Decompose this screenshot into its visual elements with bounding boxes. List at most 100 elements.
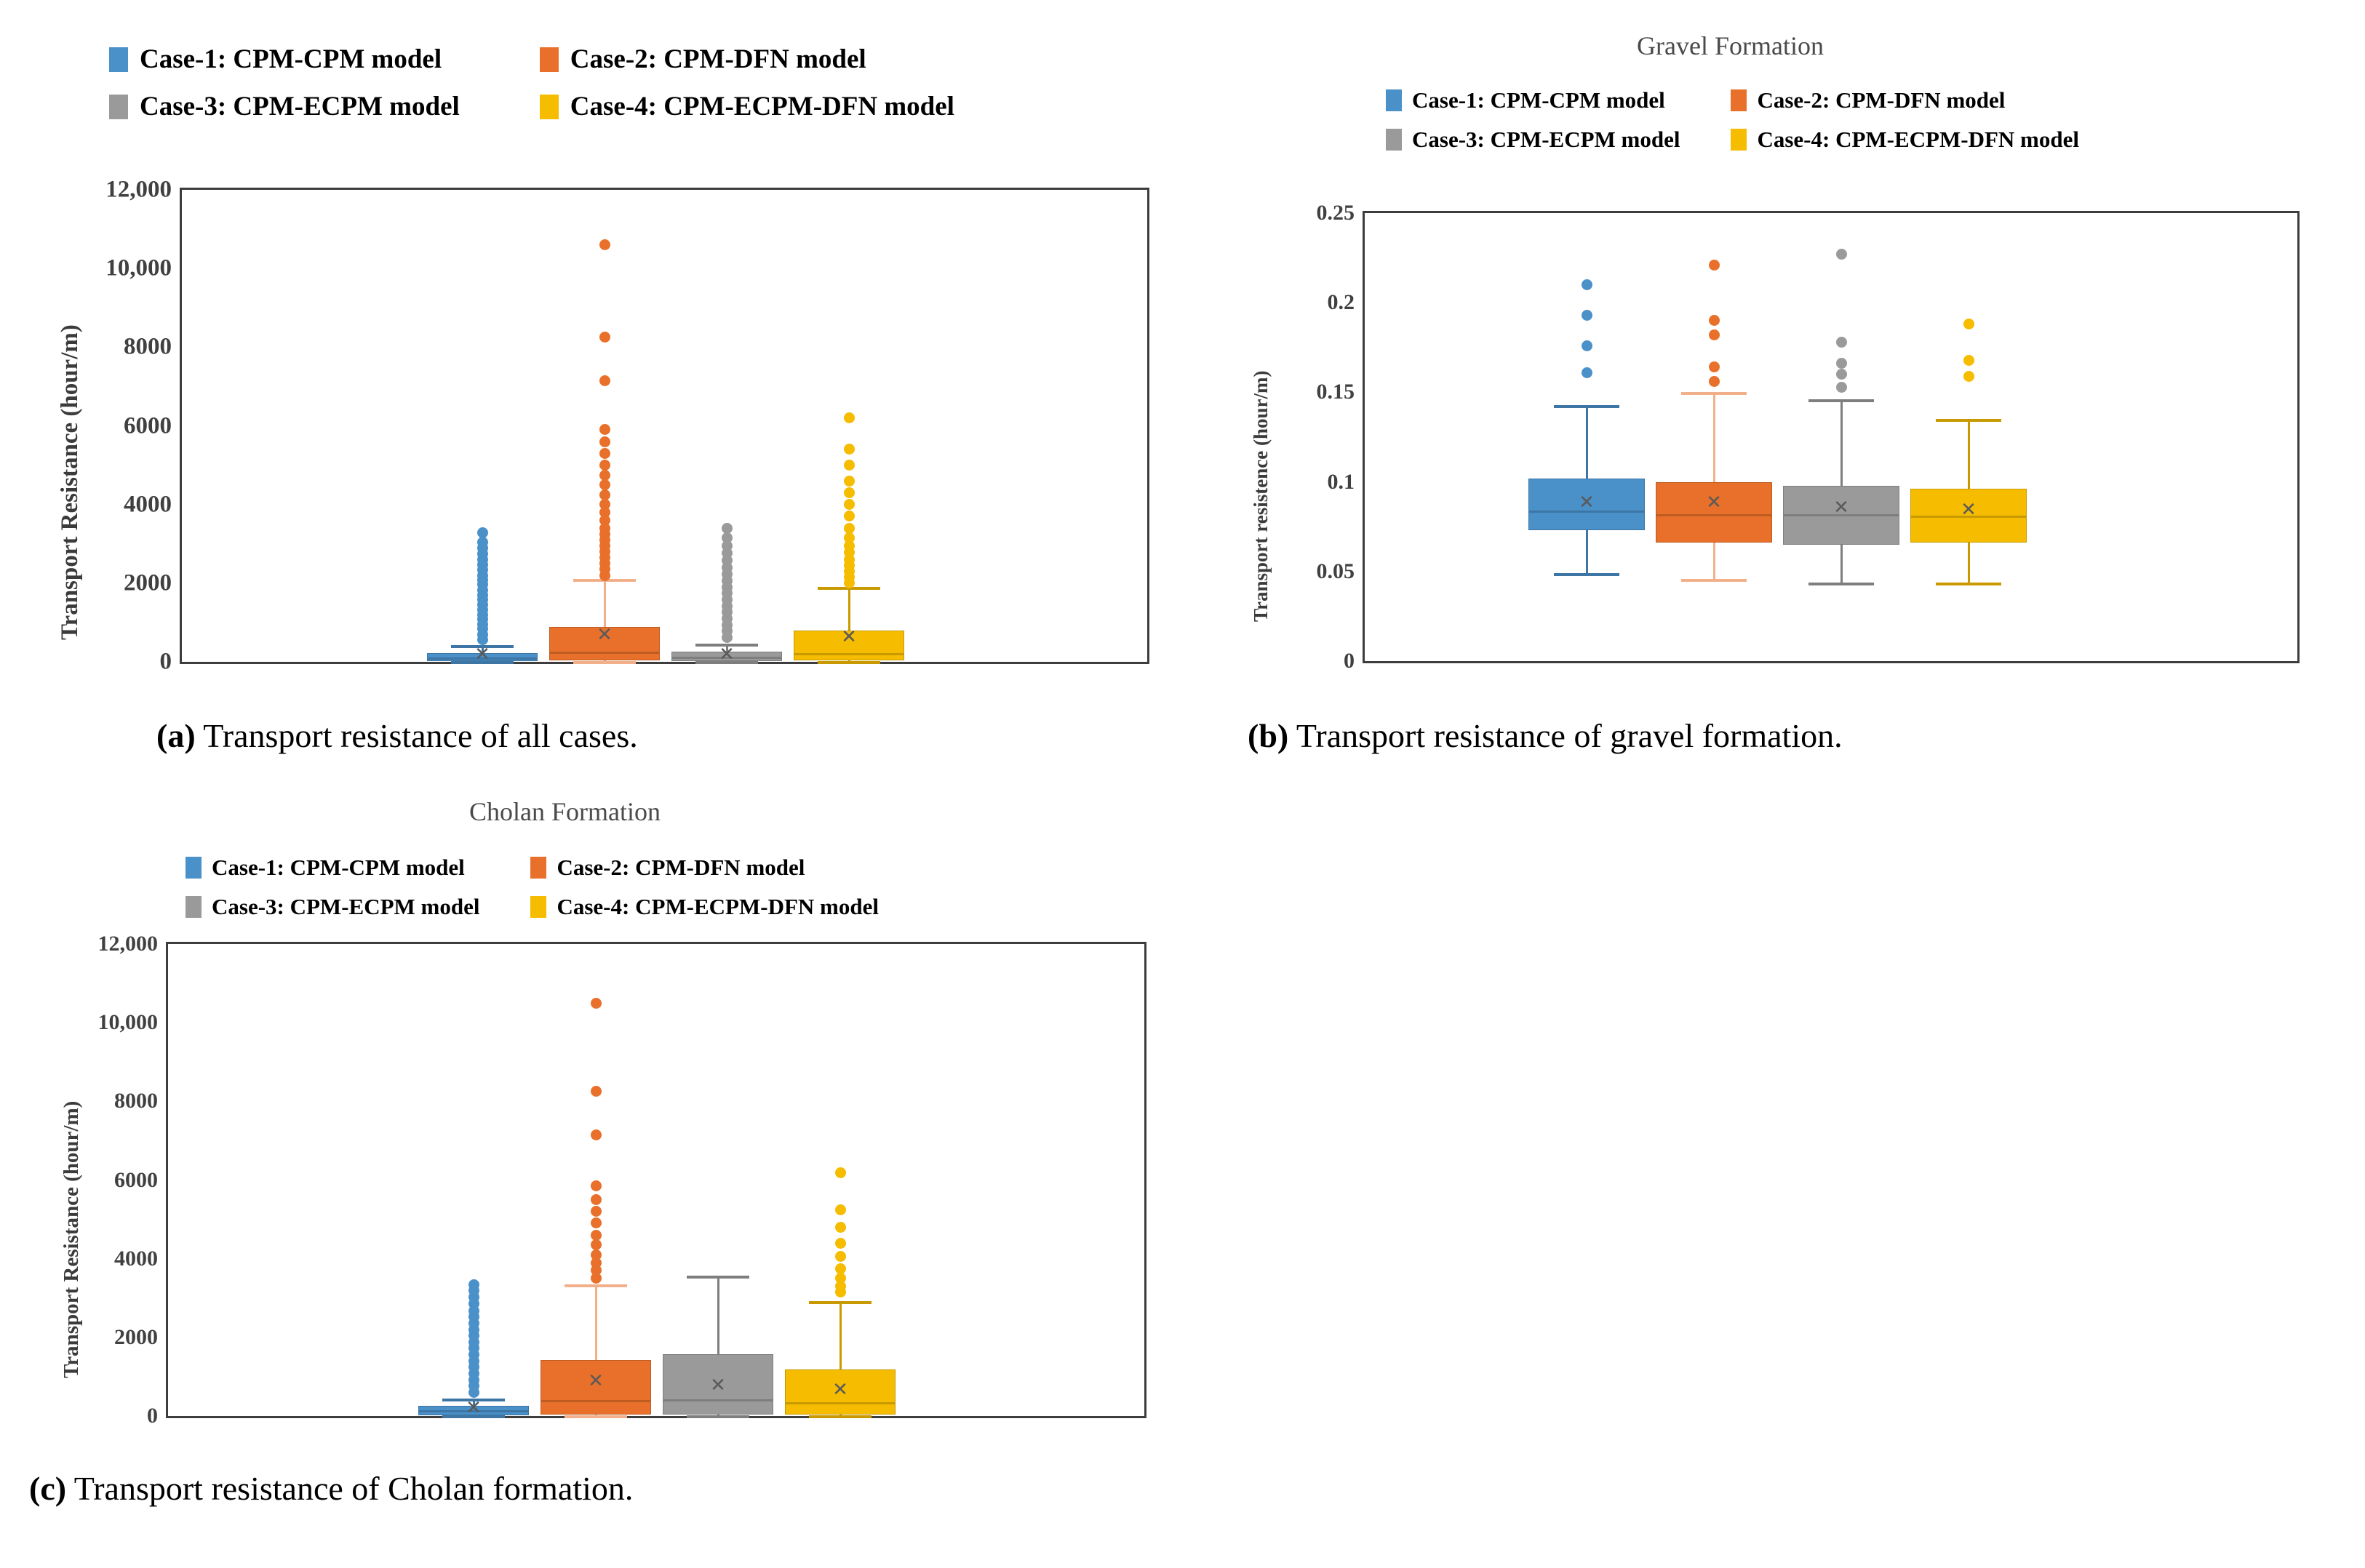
whisker-upper <box>839 1301 842 1370</box>
median-line <box>1910 516 2027 519</box>
caption-b-text: Transport resistance of gravel formation… <box>1288 717 1843 754</box>
whisker-cap-lower <box>1554 573 1619 577</box>
outlier-point <box>843 522 855 534</box>
legend-item-case-1: Case-1: CPM-CPM model <box>186 855 479 881</box>
caption-a: (a) Transport resistance of all cases. <box>156 716 638 755</box>
whisker-lower <box>1712 543 1715 579</box>
legend-label-case-3: Case-3: CPM-ECPM model <box>1412 127 1680 152</box>
y-axis-tick-label: 10,000 <box>105 255 172 281</box>
whisker-cap-lower <box>1936 582 2001 585</box>
mean-marker-x: ✕ <box>832 1378 848 1401</box>
whisker-cap-upper <box>565 1284 627 1287</box>
whisker-upper <box>848 587 850 631</box>
outlier-point <box>1963 354 1974 366</box>
box-iqr <box>1528 478 1645 531</box>
outlier-point <box>843 540 855 551</box>
median-line <box>427 657 538 660</box>
legend-swatch-case-4 <box>539 94 559 119</box>
outlier-point <box>468 1279 479 1291</box>
whisker-cap-upper <box>687 1276 749 1279</box>
outlier-point <box>599 489 610 500</box>
whisker-cap-lower <box>809 1415 872 1419</box>
median-line <box>418 1410 529 1413</box>
outlier-point <box>843 487 855 498</box>
whisker-upper <box>1585 404 1588 479</box>
y-axis-tick-label: 4000 <box>124 491 172 518</box>
whisker-upper <box>472 1398 475 1406</box>
legend-swatch-case-1 <box>1386 89 1402 111</box>
whisker-lower <box>472 1415 475 1416</box>
median-line <box>1783 513 1899 516</box>
box-iqr <box>549 627 660 661</box>
outlier-point <box>721 532 733 544</box>
caption-b: (b) Transport resistance of gravel forma… <box>1248 716 1843 755</box>
y-axis-tick-label: 8000 <box>124 333 172 360</box>
legend-item-case-1: Case-1: CPM-CPM model <box>1386 87 1680 113</box>
panel-a-y-axis-title: Transport Resistance (hour/m) <box>57 324 83 640</box>
box-plot-series: ✕ <box>168 944 1144 1419</box>
y-axis-tick-label: 0 <box>147 1404 158 1428</box>
outlier-point <box>1963 370 1974 382</box>
legend-panel-a: Case-1: CPM-CPM model Case-2: CPM-DFN mo… <box>109 44 954 122</box>
whisker-cap-lower <box>573 661 636 665</box>
whisker-lower <box>717 1414 719 1416</box>
y-axis-tick-label: 0.05 <box>1316 559 1355 583</box>
outlier-point <box>590 1206 602 1217</box>
median-line <box>785 1402 896 1405</box>
y-axis-tick-label: 12,000 <box>97 932 159 956</box>
legend-item-case-1: Case-1: CPM-CPM model <box>109 44 460 75</box>
y-axis-tick-label: 0 <box>1344 649 1355 673</box>
whisker-cap-upper <box>818 587 880 591</box>
outlier-point <box>1708 329 1720 341</box>
outlier-point <box>476 536 488 548</box>
y-axis-tick-label: 0.25 <box>1316 201 1355 225</box>
outlier-point <box>843 499 855 511</box>
outlier-point <box>599 436 610 447</box>
caption-a-text: Transport resistance of all cases. <box>195 717 638 754</box>
median-line <box>671 656 782 659</box>
whisker-cap-lower <box>687 1415 749 1419</box>
outlier-point <box>834 1281 846 1292</box>
outlier-point <box>843 460 855 471</box>
box-plot-series: ✕ <box>168 944 1144 1419</box>
mean-marker-x: ✕ <box>719 642 735 665</box>
y-axis-tick-label: 8000 <box>114 1089 158 1113</box>
mean-marker-x: ✕ <box>710 1373 726 1396</box>
panel-c-title: Cholan Formation <box>469 797 661 826</box>
legend-item-case-4: Case-4: CPM-ECPM-DFN model <box>539 91 954 122</box>
caption-a-tag: (a) <box>156 717 196 754</box>
median-line <box>1528 511 1645 513</box>
legend-label-case-2: Case-2: CPM-DFN model <box>570 44 866 74</box>
panel-b-title: Gravel Formation <box>1637 31 1824 60</box>
mean-marker-x: ✕ <box>841 625 857 648</box>
whisker-cap-upper <box>1936 419 2001 423</box>
whisker-upper <box>603 579 606 628</box>
outlier-point <box>590 1257 602 1268</box>
legend-label-case-2: Case-2: CPM-DFN model <box>1757 87 2006 113</box>
outlier-point <box>834 1221 846 1233</box>
outlier-point <box>834 1237 846 1249</box>
legend-label-case-1: Case-1: CPM-CPM model <box>1412 87 1665 113</box>
whisker-upper <box>481 644 484 653</box>
caption-b-tag: (b) <box>1248 717 1289 754</box>
whisker-cap-lower <box>442 1415 505 1419</box>
outlier-point <box>721 540 733 551</box>
outlier-point <box>834 1204 846 1215</box>
legend-label-case-1: Case-1: CPM-CPM model <box>212 855 465 880</box>
outlier-point <box>834 1273 846 1284</box>
legend-label-case-4: Case-4: CPM-ECPM-DFN model <box>1757 127 2079 152</box>
whisker-lower <box>481 660 484 662</box>
median-line <box>794 652 904 655</box>
whisker-cap-upper <box>1808 399 1874 403</box>
y-axis-tick-label: 4000 <box>114 1246 158 1271</box>
legend-item-case-3: Case-3: CPM-ECPM model <box>109 91 460 122</box>
outlier-point <box>1581 367 1592 378</box>
outlier-point <box>590 1239 602 1251</box>
outlier-point <box>1708 259 1720 271</box>
outlier-point <box>843 475 855 487</box>
whisker-cap-lower <box>818 661 880 665</box>
